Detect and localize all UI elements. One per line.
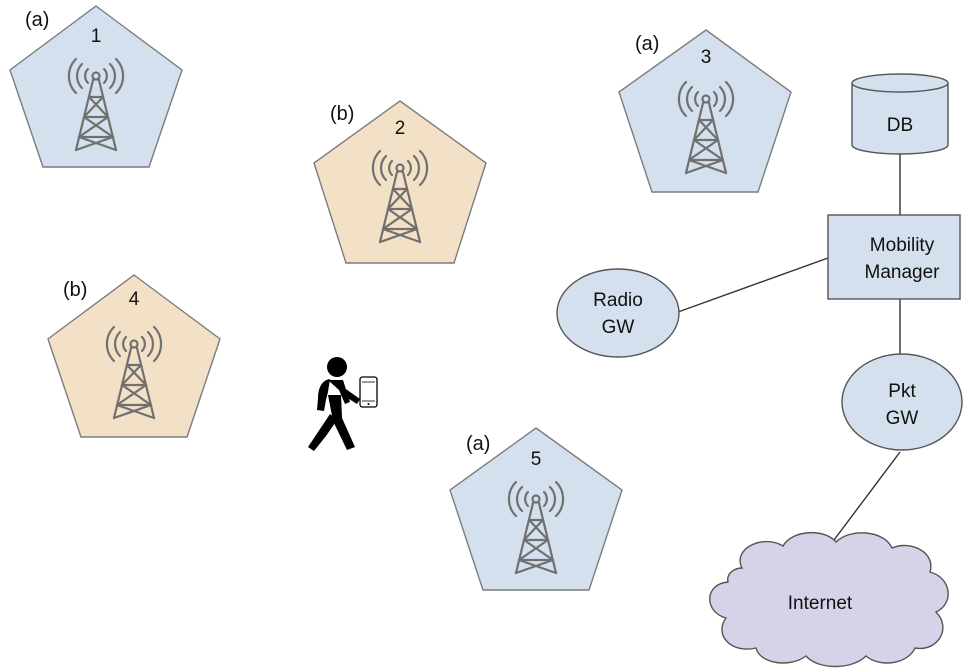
mobility-manager-node: Mobility Manager (827, 214, 961, 300)
cell-5-number: 5 (531, 449, 542, 470)
cell-1-type-label: (a) (25, 9, 49, 31)
walking-person-with-phone-icon (308, 357, 378, 451)
cell-3-pentagon (618, 29, 792, 193)
internet-label: Internet (788, 593, 853, 614)
internet-node: Internet (709, 531, 949, 668)
cell-1-number: 1 (91, 26, 102, 47)
radio-gw-label-line1: Radio (593, 290, 643, 311)
link-radio-gw-mobility-manager (677, 257, 829, 313)
pkt-gw-label-line1: Pkt (888, 381, 916, 402)
cell-5: 5 (a) (449, 427, 623, 591)
mobility-manager-label-line2: Manager (865, 262, 941, 283)
cell-5-type-label: (a) (466, 433, 490, 455)
link-pkt-gw-internet (827, 451, 901, 549)
cell-4: 4 (b) (47, 274, 221, 438)
cell-3-number: 3 (701, 47, 712, 68)
cell-3-type-label: (a) (635, 33, 659, 55)
cell-2: 2 (b) (313, 100, 487, 264)
cell-2-pentagon (313, 100, 487, 264)
cell-5-pentagon (449, 427, 623, 591)
cell-1: 1 (a) (9, 5, 183, 168)
pkt-gw-node: Pkt GW (841, 353, 963, 451)
cell-1-pentagon (9, 5, 183, 168)
cell-2-number: 2 (395, 118, 406, 139)
radio-gw-node: Radio GW (556, 268, 680, 358)
mobility-manager-label-line1: Mobility (870, 235, 935, 256)
cell-4-type-label: (b) (63, 279, 87, 301)
db-node: DB (851, 73, 949, 155)
db-label: DB (887, 115, 913, 136)
pkt-gw-label-line2: GW (886, 408, 919, 429)
cell-3: 3 (a) (618, 29, 792, 193)
cell-4-pentagon (47, 274, 221, 438)
cell-4-number: 4 (129, 289, 140, 310)
cell-2-type-label: (b) (330, 103, 354, 125)
radio-gw-label-line2: GW (602, 317, 635, 338)
